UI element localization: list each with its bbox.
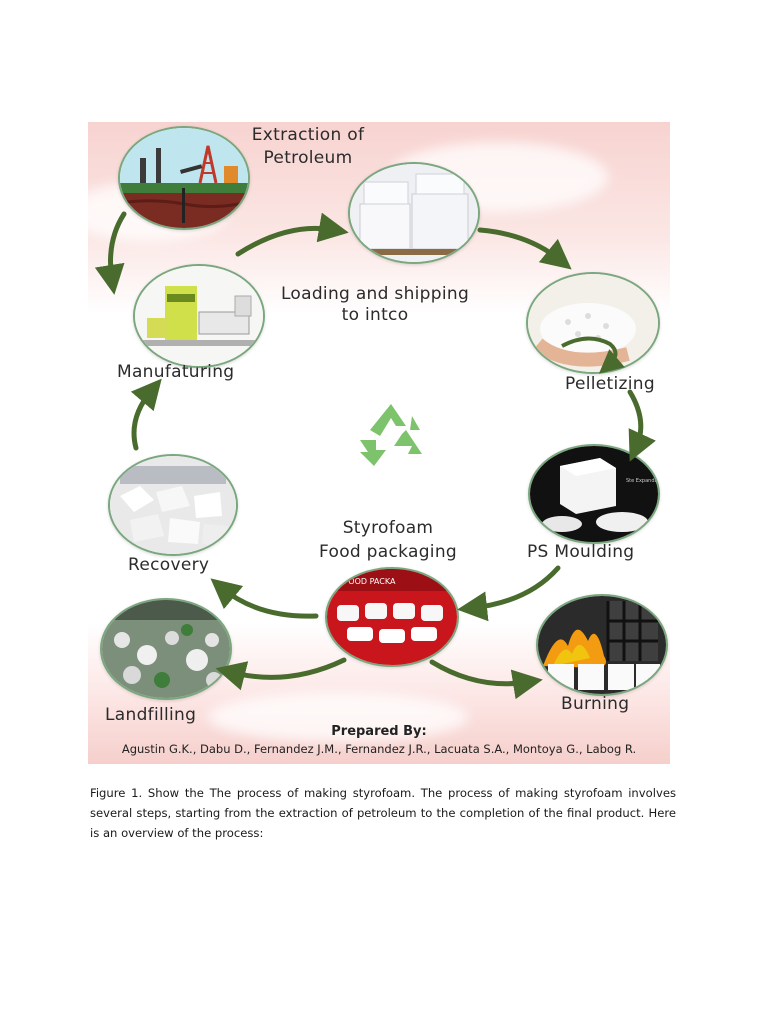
authors-line: Agustin G.K., Dabu D., Fernandez J.M., F… [121,742,637,756]
arrow-to-loading [235,212,349,257]
styrofoam-process-diagram: Extraction of Petroleum Loading and ship… [88,122,670,764]
prepared-by-heading: Prepared By: [331,724,427,739]
arrow-packaging-to-burning [429,659,543,700]
recycle-icon [360,404,422,466]
moulding-image: Ste Expanda [528,444,660,544]
extraction-image [118,126,250,230]
loading-image [348,162,480,264]
step-label-loading: Loading and shipping to intco [280,284,470,325]
cloud-decoration [208,692,468,742]
manufacturing-image [133,264,265,368]
step-label-landfilling: Landfilling [105,705,197,725]
arrow-recovery-to-manufacturing [130,378,162,451]
pelletizing-image [526,272,660,374]
figure-caption: Figure 1. Show the The process of making… [90,786,676,840]
arrow-packaging-to-recovery [210,578,319,619]
arrow-loading-to-pelletizing [477,227,572,270]
burning-image [536,594,668,696]
step-label-recovery: Recovery [128,555,210,575]
step-label-moulding: PS Moulding [527,542,635,562]
landfilling-image [100,598,232,700]
recovery-image [108,454,238,556]
arrow-pelletizing-to-moulding [627,389,656,462]
step-label-pelletizing: Pelletizing [565,374,655,394]
step-label-packaging: Styrofoam Food packaging [319,518,457,562]
step-label-burning: Burning [561,694,630,714]
step-label-manufacturing: Manufaturing [117,362,235,382]
moulding-tag-text: Ste Expanda [626,478,658,484]
packaging-image: D FOOD PACKA [325,567,459,667]
oil-rig-icon [120,128,248,228]
packaging-sign-text: D FOOD PACKA [335,577,396,586]
step-label-extraction: Extraction of Petroleum [251,125,365,168]
